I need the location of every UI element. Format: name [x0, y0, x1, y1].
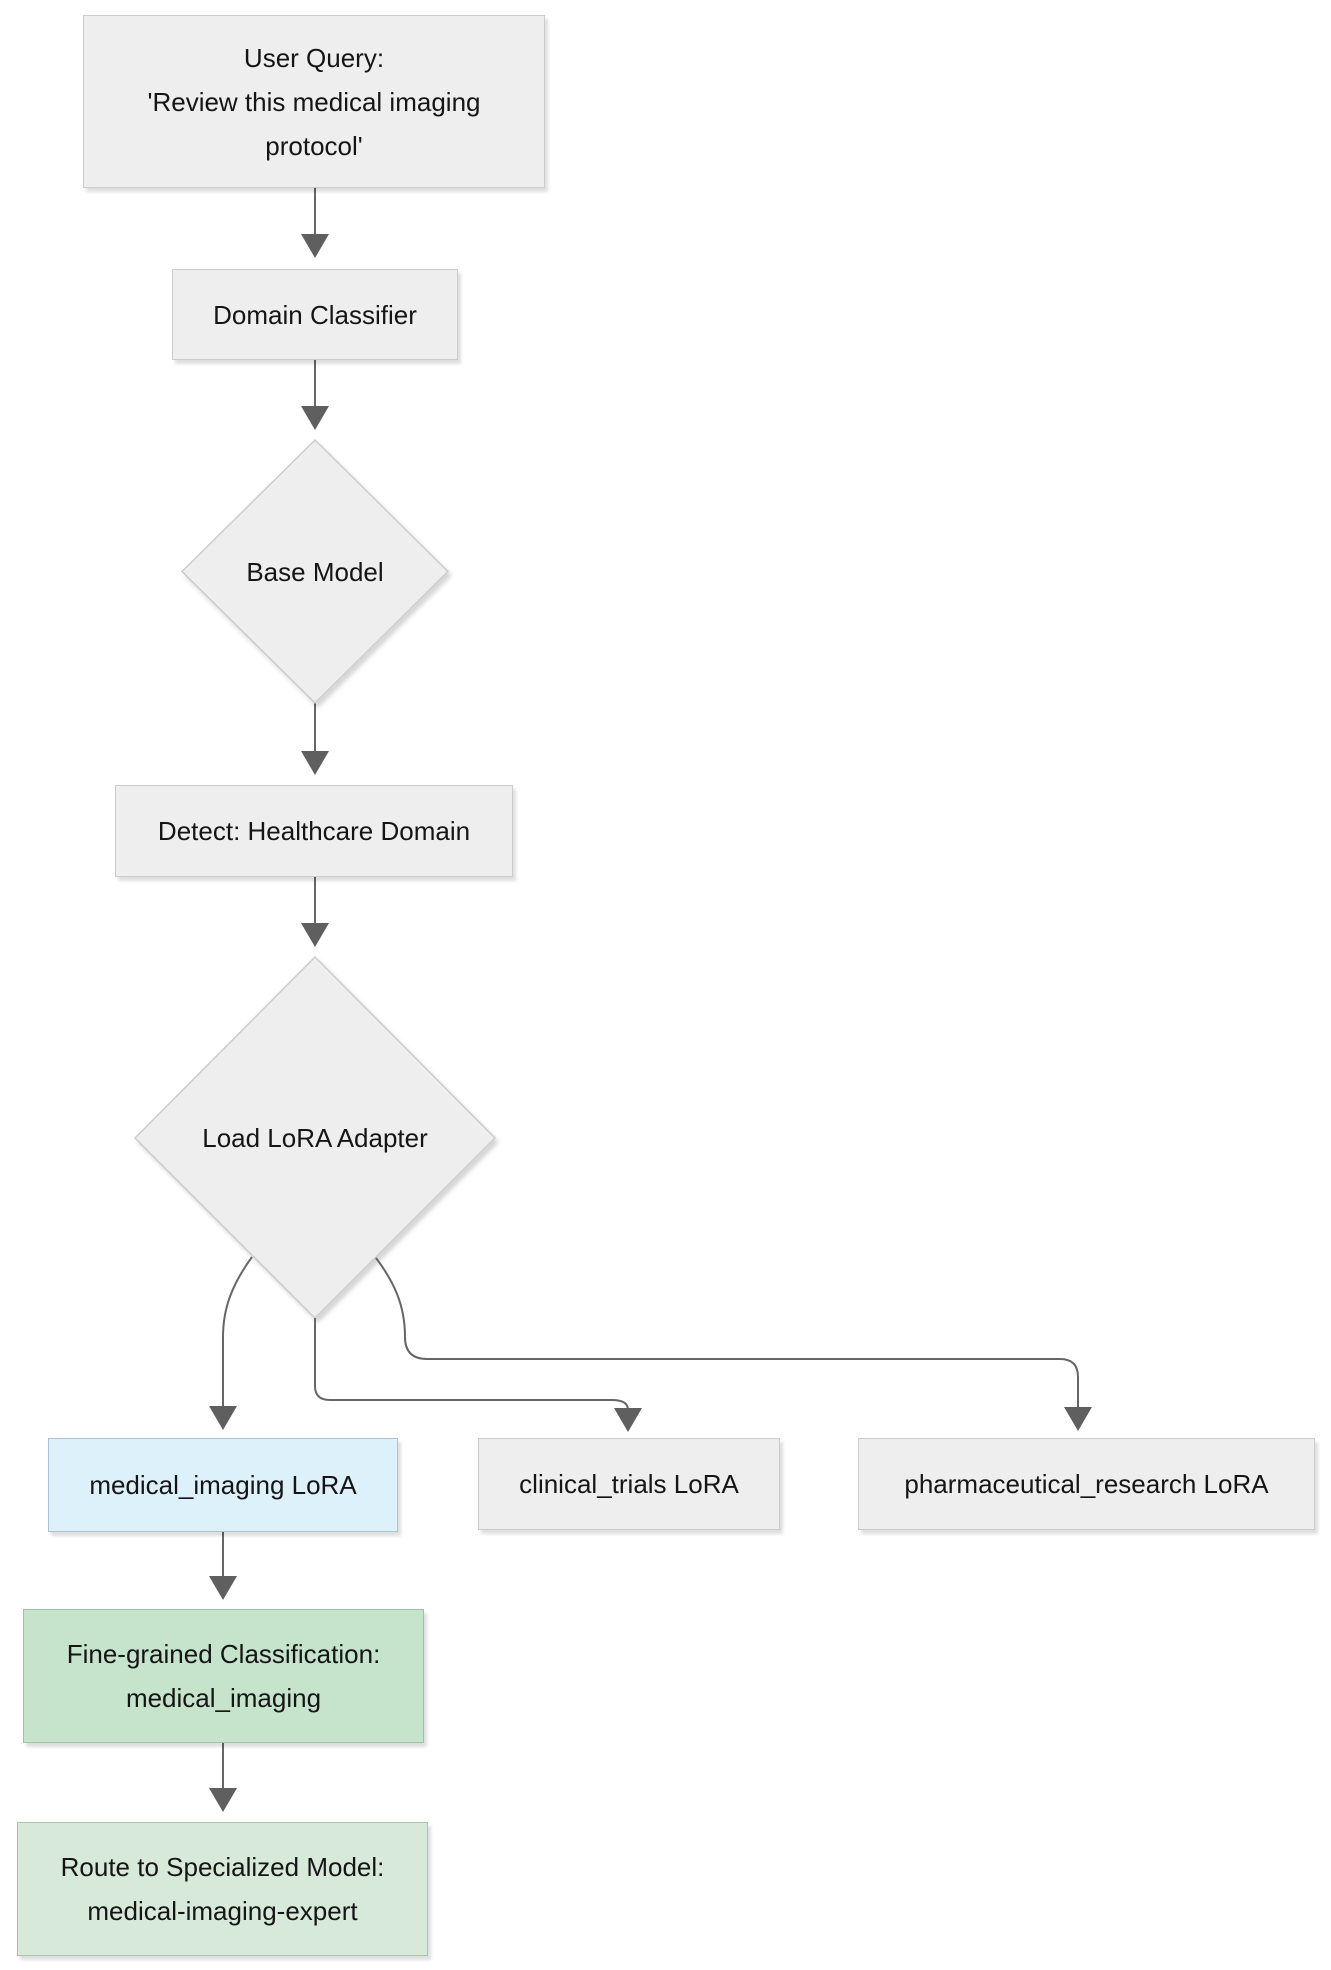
node-detect-healthcare-label: Detect: Healthcare Domain: [157, 816, 471, 846]
load-lora-adapter-text: Load LoRA Adapter: [202, 1122, 428, 1153]
node-route-line-2: medical-imaging-expert: [87, 1896, 358, 1926]
edge-load-lora-to-medical-imaging: [222, 1256, 253, 1407]
arrowhead-medical-imaging: [209, 1406, 237, 1430]
arrowhead-clinical-trials: [614, 1408, 642, 1432]
arrowhead-pharma-research: [1064, 1407, 1092, 1431]
node-clinical-trials-lora-label: clinical_trials LoRA: [519, 1469, 739, 1499]
arrowhead-domain-classifier: [301, 234, 329, 258]
arrowhead-fine-grained: [209, 1576, 237, 1600]
node-fine-grained-classification: Fine-grained Classification: medical_ima…: [23, 1609, 424, 1743]
node-fine-grained-line-2: medical_imaging: [125, 1683, 322, 1713]
node-user-query-line-3: protocol': [265, 130, 363, 161]
arrowhead-base-model: [301, 406, 329, 430]
node-user-query: User Query: 'Review this medical imaging…: [83, 15, 545, 188]
edge-load-lora-to-clinical-trials: [314, 1318, 629, 1411]
node-detect-healthcare: Detect: Healthcare Domain: [115, 785, 513, 877]
node-user-query-line-1: User Query:: [243, 42, 385, 73]
node-route-line-1: Route to Specialized Model:: [60, 1852, 385, 1882]
arrowhead-detect: [301, 751, 329, 775]
node-domain-classifier: Domain Classifier: [172, 269, 458, 360]
node-route-to-specialized-model: Route to Specialized Model: medical-imag…: [17, 1822, 428, 1956]
node-pharmaceutical-research-lora-label: pharmaceutical_research LoRA: [904, 1469, 1269, 1499]
node-pharmaceutical-research-lora: pharmaceutical_research LoRA: [858, 1438, 1315, 1530]
node-user-query-line-2: 'Review this medical imaging: [147, 86, 481, 117]
node-base-model-label: Base Model: [182, 440, 448, 703]
node-domain-classifier-label: Domain Classifier: [213, 299, 417, 330]
decision-base-model-shape: [180, 438, 450, 705]
node-medical-imaging-lora-label: medical_imaging LoRA: [89, 1470, 357, 1500]
arrowhead-load-lora: [301, 923, 329, 947]
base-model-text: Base Model: [246, 556, 384, 587]
arrowhead-route: [209, 1788, 237, 1812]
node-load-lora-adapter-label: Load LoRA Adapter: [135, 957, 495, 1318]
node-fine-grained-line-1: Fine-grained Classification:: [66, 1639, 381, 1669]
node-clinical-trials-lora: clinical_trials LoRA: [478, 1438, 780, 1530]
edge-load-lora-to-pharma-research: [375, 1257, 1079, 1408]
node-medical-imaging-lora: medical_imaging LoRA: [48, 1438, 398, 1532]
